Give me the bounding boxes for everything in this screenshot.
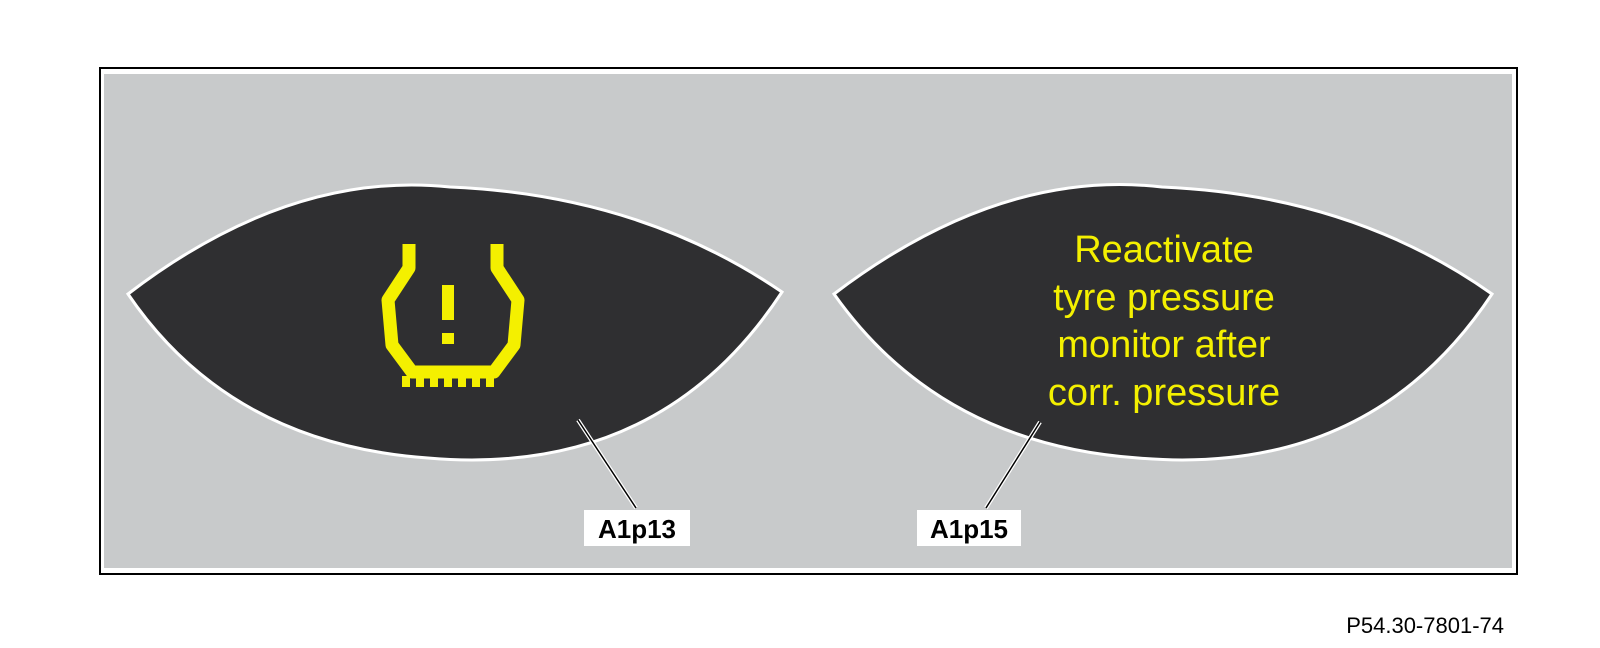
label-a1p13-background (584, 510, 690, 546)
label-a1p15-background (917, 510, 1021, 546)
leader-line-a1p15 (985, 421, 1041, 509)
message-line-2: tyre pressure (1053, 277, 1275, 319)
tyre-pressure-warning-icon (381, 244, 525, 387)
label-a1p13: A1p13 (598, 514, 676, 544)
figure-id: P54.30-7801-74 (1346, 613, 1504, 638)
right-display-screen (831, 183, 1495, 462)
left-display (125, 183, 785, 462)
message-line-3: monitor after (1057, 324, 1271, 366)
message-line-1: Reactivate (1074, 229, 1254, 271)
left-display-screen (125, 183, 785, 462)
leader-line-a1p13 (577, 419, 637, 509)
label-a1p15: A1p15 (930, 514, 1008, 544)
right-display: Reactivate tyre pressure monitor after c… (831, 183, 1495, 462)
message-line-4: corr. pressure (1048, 372, 1280, 414)
